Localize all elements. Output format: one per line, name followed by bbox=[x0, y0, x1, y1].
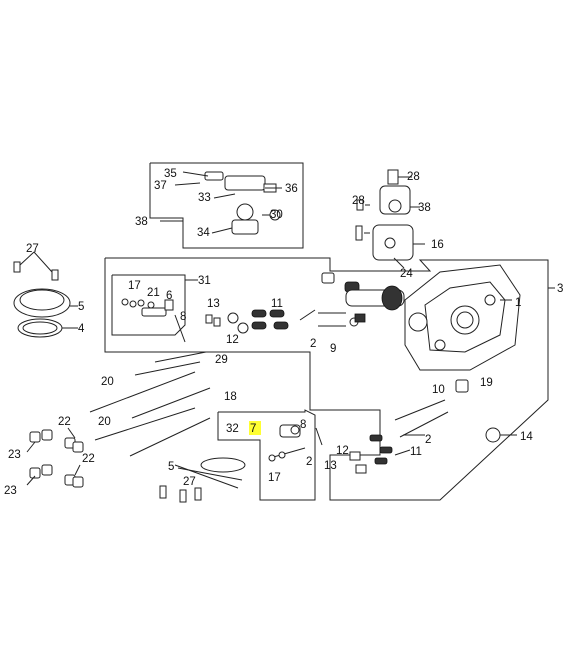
callout-34: 34 bbox=[197, 227, 210, 239]
cylinder-head bbox=[321, 264, 521, 371]
callout-32: 32 bbox=[226, 423, 239, 435]
carburetor-assembly bbox=[160, 171, 282, 235]
callout-13-upper: 13 bbox=[207, 298, 220, 310]
callout-12-upper: 12 bbox=[226, 334, 239, 346]
callout-14: 14 bbox=[520, 431, 533, 443]
callout-27-left: 27 bbox=[26, 243, 39, 255]
callout-5-lower: 5 bbox=[168, 461, 174, 473]
callout-13-lower: 13 bbox=[324, 460, 337, 472]
callout-16: 16 bbox=[431, 239, 444, 251]
callout-28-top: 28 bbox=[407, 171, 420, 183]
valve-parts-lower bbox=[349, 379, 469, 474]
callout-33: 33 bbox=[198, 192, 211, 204]
callout-21: 21 bbox=[147, 287, 160, 299]
callout-12-lower: 12 bbox=[336, 445, 349, 457]
callout-labels: 35 37 33 36 30 34 38 28 28 38 16 24 27 5… bbox=[4, 168, 563, 497]
callout-17-upper: 17 bbox=[128, 280, 141, 292]
callout-22-lower: 22 bbox=[82, 453, 95, 465]
callout-2-upper: 2 bbox=[310, 338, 316, 350]
callout-8-upper: 8 bbox=[180, 311, 186, 323]
frame-outlines bbox=[104, 162, 549, 501]
callout-23-upper: 23 bbox=[8, 449, 21, 461]
callout-28-side: 28 bbox=[352, 195, 365, 207]
callout-37: 37 bbox=[154, 180, 167, 192]
callout-2-lower: 2 bbox=[425, 434, 431, 446]
rocker-arm-box bbox=[111, 274, 198, 343]
callout-11-lower: 11 bbox=[410, 446, 422, 458]
callout-30: 30 bbox=[270, 209, 283, 221]
valve-parts-upper bbox=[205, 309, 359, 334]
callout-2-middle: 2 bbox=[306, 456, 312, 468]
callout-24: 24 bbox=[400, 268, 413, 280]
thermostat-assembly bbox=[355, 169, 425, 269]
callout-22-upper: 22 bbox=[58, 416, 71, 428]
callout-11-upper: 11 bbox=[271, 298, 283, 310]
callout-38-top: 38 bbox=[135, 216, 148, 228]
callout-10: 10 bbox=[432, 384, 445, 396]
callout-3: 3 bbox=[557, 283, 563, 295]
callout-9: 9 bbox=[330, 343, 336, 355]
callout-20-upper: 20 bbox=[101, 376, 114, 388]
bolts-and-nuts bbox=[26, 427, 84, 488]
callout-1: 1 bbox=[515, 297, 521, 309]
push-rods bbox=[89, 351, 211, 457]
callout-17-lower: 17 bbox=[268, 472, 281, 484]
callout-7-highlight bbox=[249, 421, 261, 435]
lower-gasket-assembly bbox=[159, 457, 246, 503]
callout-4: 4 bbox=[78, 323, 85, 335]
callout-23-lower: 23 bbox=[4, 485, 17, 497]
lower-rocker-assembly bbox=[268, 424, 323, 462]
snap-ring bbox=[485, 427, 517, 443]
callout-18: 18 bbox=[224, 391, 237, 403]
callout-29: 29 bbox=[215, 354, 228, 366]
callout-31: 31 bbox=[198, 275, 211, 287]
side-cover-assembly bbox=[13, 251, 78, 338]
callout-5-left: 5 bbox=[78, 301, 84, 313]
callout-20-lower: 20 bbox=[98, 416, 111, 428]
callout-35: 35 bbox=[164, 168, 177, 180]
callout-19: 19 bbox=[480, 377, 493, 389]
callout-8-lower: 8 bbox=[300, 419, 306, 431]
callout-36: 36 bbox=[285, 183, 298, 195]
callout-27-lower: 27 bbox=[183, 476, 196, 488]
callout-38-right: 38 bbox=[418, 202, 431, 214]
callout-7: 7 bbox=[250, 423, 256, 435]
callout-6: 6 bbox=[166, 290, 172, 302]
